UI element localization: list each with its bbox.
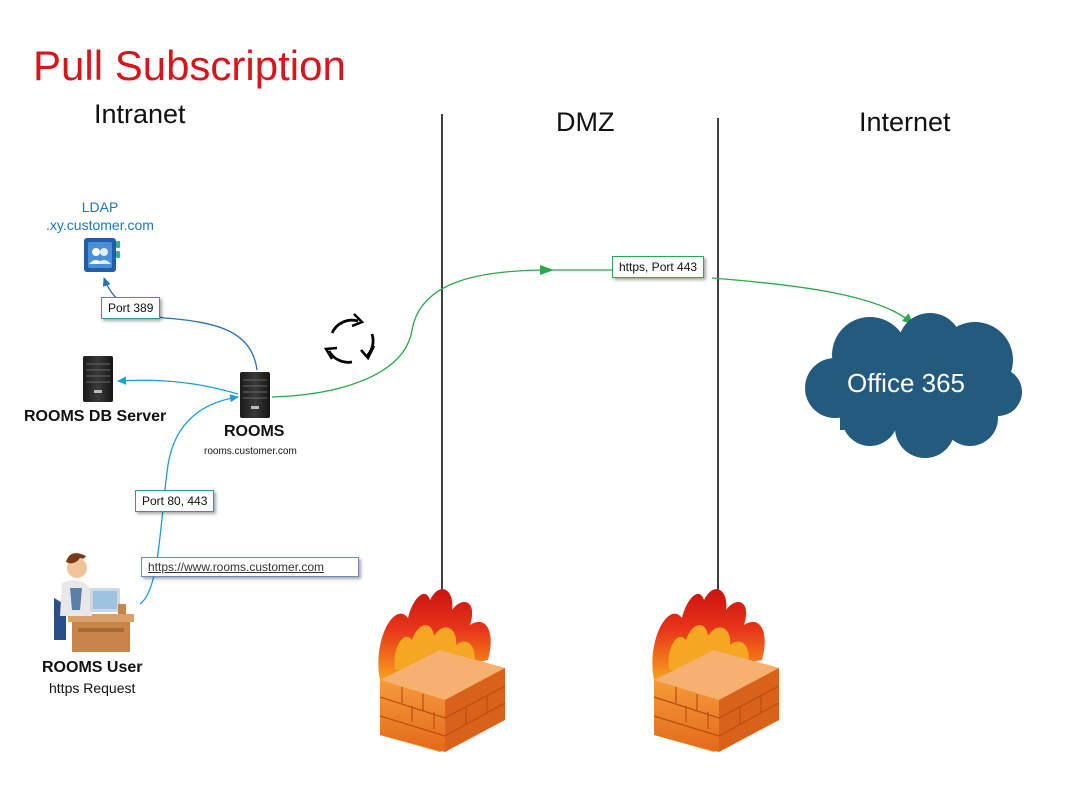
sync-icon <box>323 313 376 364</box>
https-port-443-label: https, Port 443 <box>612 256 705 278</box>
firewall-icon <box>652 589 780 752</box>
office365-label: Office 365 <box>846 368 966 398</box>
zone-label-intranet: Intranet <box>94 99 186 129</box>
contacts-book-icon <box>84 238 120 272</box>
internet-connection-arrow-mid <box>540 265 554 275</box>
url-label: https://www.rooms.customer.com <box>141 557 359 577</box>
port-80-443-label: Port 80, 443 <box>135 490 215 512</box>
rooms-server-label: ROOMS <box>224 423 285 440</box>
db-arrow-head <box>118 377 126 385</box>
user-connection <box>139 394 239 605</box>
server-icon <box>240 372 270 418</box>
cloud-shape <box>805 313 1022 458</box>
ldap-connection <box>102 277 258 371</box>
user-label: ROOMS User <box>42 659 143 676</box>
port-389-label: Port 389 <box>101 297 161 319</box>
db-connection <box>117 376 239 395</box>
user-at-desk-icon <box>54 553 134 652</box>
zone-label-internet: Internet <box>859 107 951 137</box>
server-icon <box>83 356 113 402</box>
rooms-server-host: rooms.customer.com <box>204 446 297 457</box>
user-sublabel: https Request <box>49 680 136 696</box>
ldap-host: .xy.customer.com <box>46 217 154 233</box>
firewall-icon <box>378 589 506 752</box>
page-title: Pull Subscription <box>33 42 346 89</box>
db-server-label: ROOMS DB Server <box>24 408 167 425</box>
ldap-label: LDAP <box>81 199 119 215</box>
internet-connection-tail <box>711 277 914 325</box>
zone-label-dmz: DMZ <box>556 107 615 137</box>
url-link[interactable]: https://www.rooms.customer.com <box>148 560 325 574</box>
internet-connection <box>271 269 612 398</box>
